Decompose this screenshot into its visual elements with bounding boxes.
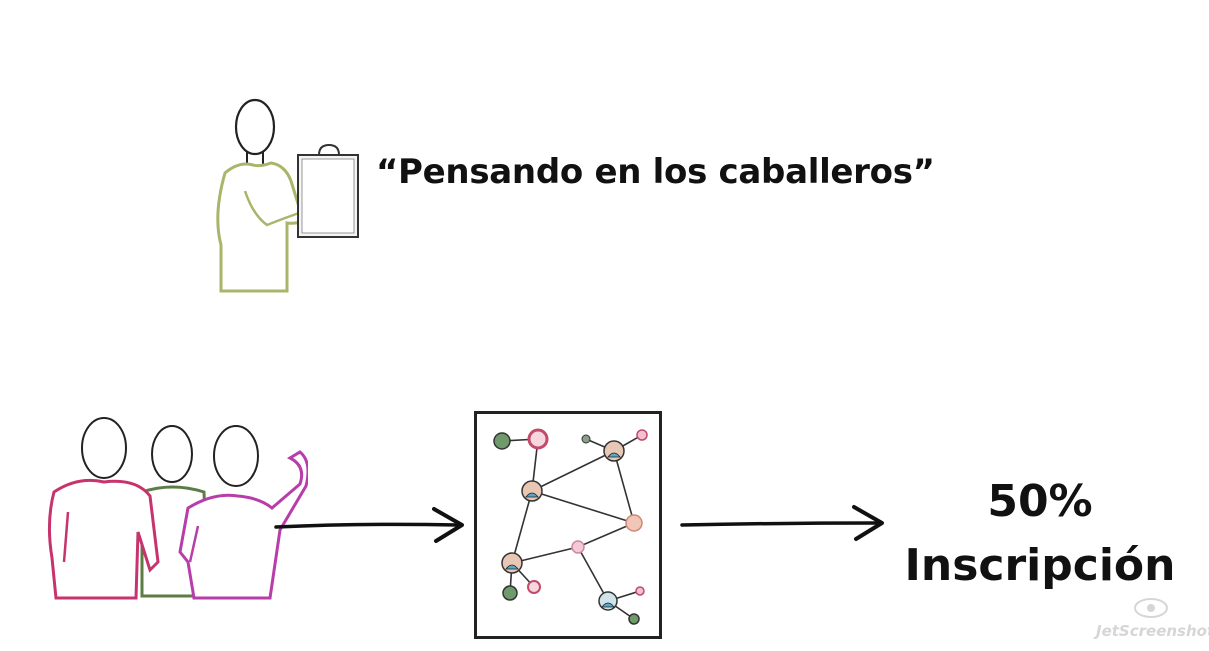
result-percent: 50% [987,476,1093,527]
watermark: JetScreenshot [1096,596,1209,640]
quote-text: “Pensando en los caballeros” [376,152,935,192]
person-purple-shirt [178,450,308,600]
person-magenta-shirt [47,478,160,600]
group-of-people-illustration [47,417,308,600]
person-magenta-head [81,417,127,479]
watermark-text: JetScreenshot [1096,622,1209,640]
presenter-illustration [216,98,359,293]
presenter-head [234,98,276,156]
network-diagram-icon [474,411,662,639]
eye-logo-icon [1134,598,1168,618]
arrow-right-icon [274,507,464,543]
person-purple-head [213,425,259,487]
result-label: Inscripción [904,540,1176,591]
person-green-head [151,425,193,483]
result-text: 50% Inscripción [880,470,1200,598]
arrow-right-icon [680,505,884,541]
